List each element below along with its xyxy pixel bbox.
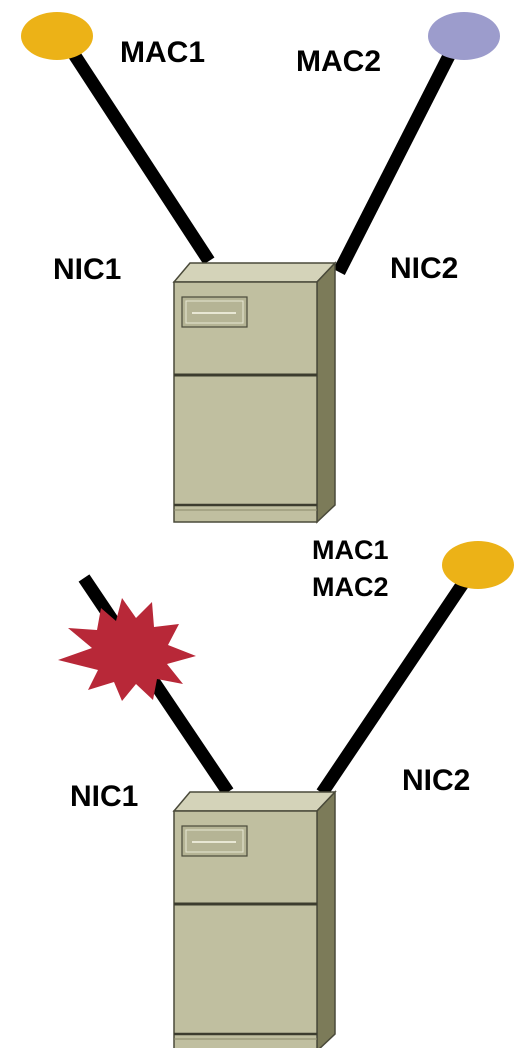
mac2-label: MAC2 <box>312 572 389 602</box>
bottom-scene: MAC1 MAC2 NIC1 NIC2 <box>58 535 514 1048</box>
explosion-burst-icon <box>58 598 196 701</box>
nic1-label: NIC1 <box>70 780 138 813</box>
orange-ellipse-icon <box>442 541 514 589</box>
top-scene: MAC1 MAC2 NIC1 NIC2 <box>21 12 500 524</box>
nic2-label: NIC2 <box>402 764 470 797</box>
server-tower-icon <box>172 261 337 524</box>
mac1-label: MAC1 <box>312 535 389 565</box>
nic2-label: NIC2 <box>390 252 458 285</box>
mac1-label: MAC1 <box>120 36 205 69</box>
nic1-failed-cable <box>78 574 234 796</box>
orange-ellipse-icon <box>21 12 93 60</box>
purple-ellipse-icon <box>428 12 500 60</box>
server-tower-icon <box>172 790 337 1048</box>
nic2-cable <box>333 39 462 275</box>
nic2-active-cable <box>316 566 478 797</box>
nic1-cable <box>60 38 215 265</box>
nic1-label: NIC1 <box>53 253 121 286</box>
mac2-label: MAC2 <box>296 45 381 78</box>
